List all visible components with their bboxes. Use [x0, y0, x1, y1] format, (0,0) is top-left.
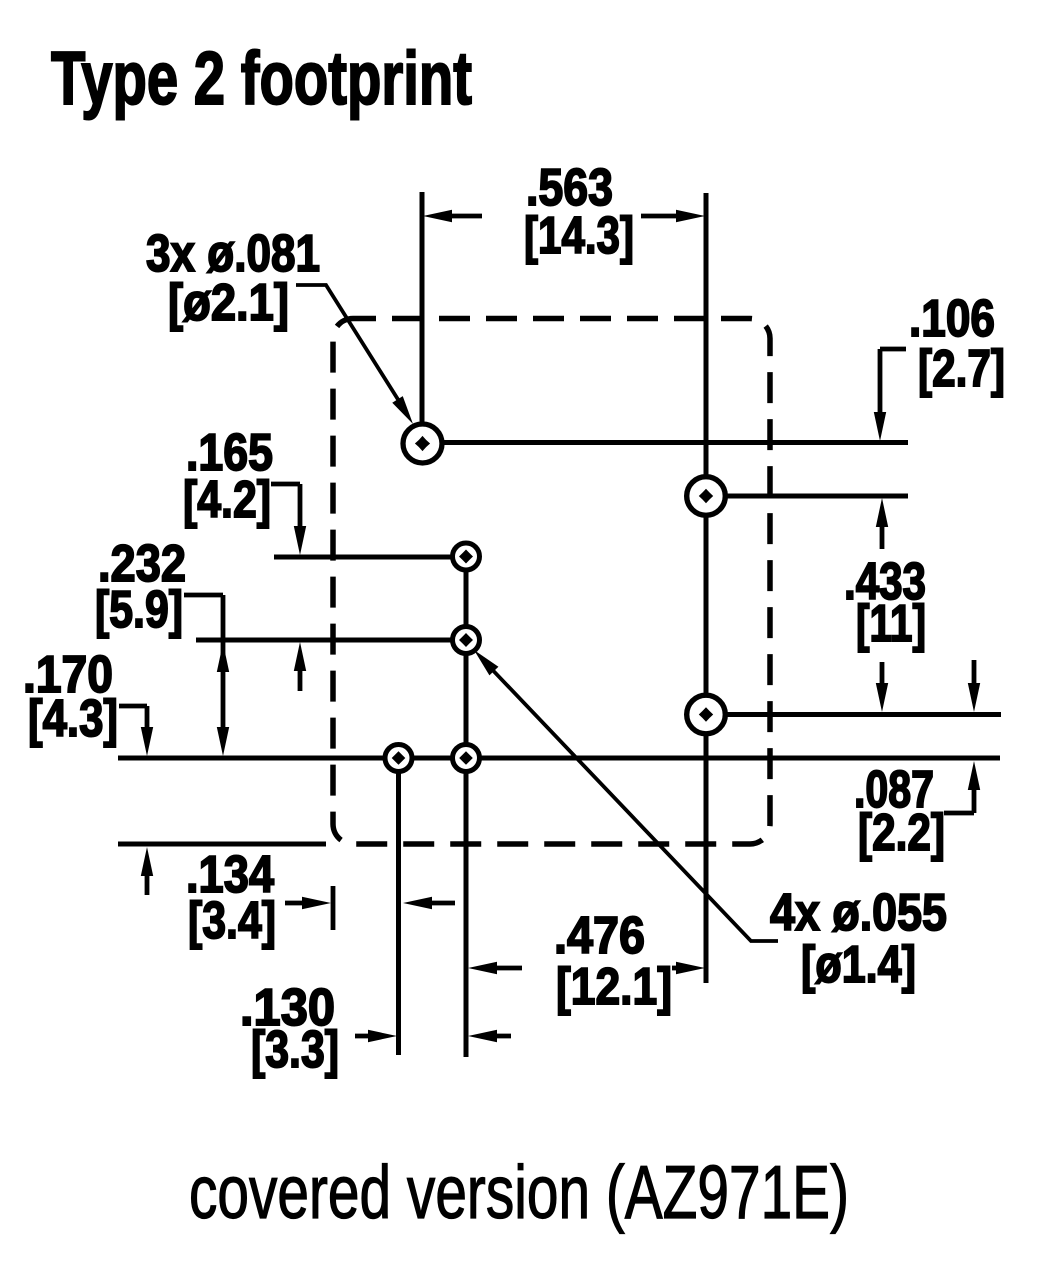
svg-text:4x ø.055: 4x ø.055 — [770, 884, 947, 942]
svg-text:[3.3]: [3.3] — [251, 1021, 339, 1079]
svg-text:[3.4]: [3.4] — [188, 892, 276, 950]
svg-text:.232: .232 — [98, 535, 186, 593]
svg-text:[12.1]: [12.1] — [556, 958, 672, 1016]
svg-text:[4.2]: [4.2] — [183, 471, 271, 529]
svg-text:.165: .165 — [186, 424, 273, 482]
svg-text:[ø1.4]: [ø1.4] — [801, 936, 916, 994]
svg-text:.433: .433 — [844, 553, 926, 611]
svg-text:[2.2]: [2.2] — [858, 804, 945, 862]
svg-text:3x ø.081: 3x ø.081 — [146, 225, 320, 283]
svg-text:.087: .087 — [854, 761, 934, 819]
svg-text:[ø2.1]: [ø2.1] — [168, 274, 289, 332]
svg-text:[5.9]: [5.9] — [95, 581, 183, 639]
svg-text:.563: .563 — [526, 159, 613, 217]
svg-text:.170: .170 — [23, 646, 113, 704]
svg-text:.134: .134 — [186, 846, 274, 904]
svg-text:.476: .476 — [554, 907, 645, 965]
svg-text:[14.3]: [14.3] — [524, 207, 634, 265]
svg-text:[11]: [11] — [856, 595, 926, 653]
svg-text:[4.3]: [4.3] — [28, 690, 118, 748]
svg-text:.130: .130 — [240, 979, 335, 1037]
svg-text:covered version (AZ971E): covered version (AZ971E) — [189, 1150, 849, 1234]
svg-text:Type 2 footprint: Type 2 footprint — [51, 36, 472, 120]
svg-text:[2.7]: [2.7] — [918, 340, 1005, 398]
svg-text:.106: .106 — [909, 290, 995, 348]
